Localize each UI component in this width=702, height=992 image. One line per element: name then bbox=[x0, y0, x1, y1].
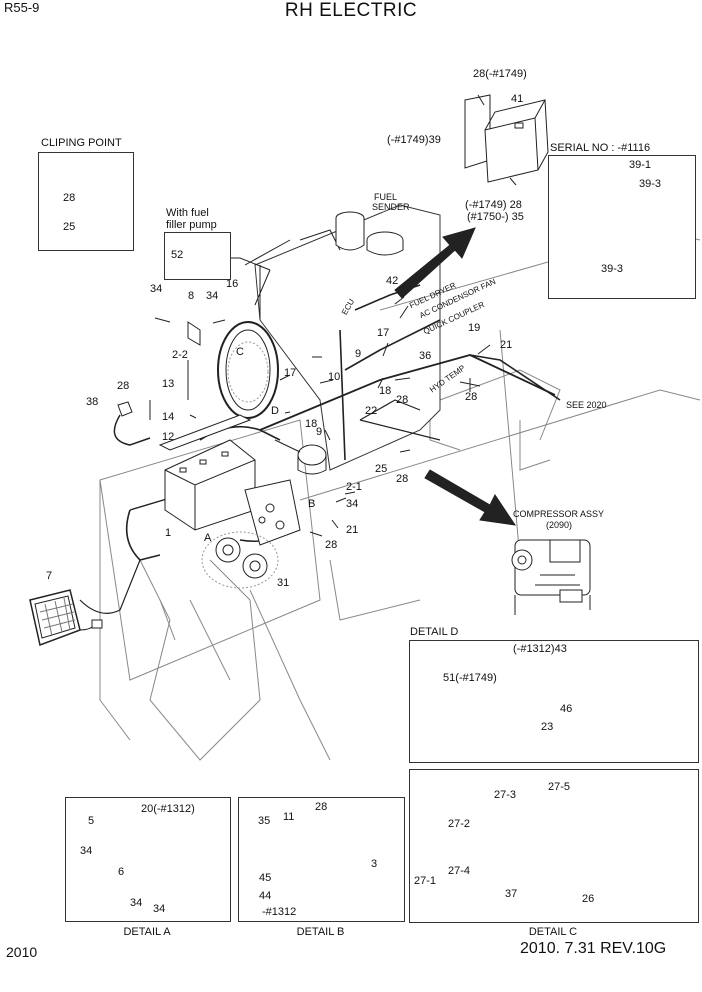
detail-c-27-3: 27-3 bbox=[494, 789, 517, 801]
fuel-pump-title-1: With fuel bbox=[166, 207, 209, 219]
label-21b: 21 bbox=[346, 524, 359, 536]
label-28a: 28 bbox=[117, 380, 130, 392]
label-D: D bbox=[271, 405, 279, 417]
label-2-2: 2-2 bbox=[172, 349, 188, 361]
label-25: 25 bbox=[375, 463, 388, 475]
detail-b-1312: -#1312 bbox=[262, 906, 297, 918]
detail-d-23: 23 bbox=[541, 721, 554, 733]
label-17b: 17 bbox=[377, 327, 390, 339]
label-7: 7 bbox=[46, 570, 53, 582]
detail-b-44: 44 bbox=[259, 890, 272, 902]
fuel-pump-title-2: filler pump bbox=[166, 219, 217, 231]
detail-c-27-4: 27-4 bbox=[448, 865, 471, 877]
detail-a-6: 6 bbox=[118, 866, 125, 878]
detail-d-box bbox=[409, 640, 699, 763]
fuel-filler-pump-box bbox=[164, 232, 231, 280]
serial-label-39-3a: 39-3 bbox=[639, 178, 662, 190]
label-10: 10 bbox=[328, 371, 341, 383]
fuel-sender-line1: FUEL bbox=[374, 192, 398, 202]
label-34c: 34 bbox=[346, 498, 359, 510]
detail-c-caption: DETAIL C bbox=[528, 926, 578, 938]
label-8: 8 bbox=[188, 290, 195, 302]
label-C: C bbox=[236, 346, 244, 358]
detail-c-37: 37 bbox=[505, 888, 518, 900]
compressor-label-2: (2090) bbox=[546, 520, 573, 530]
label-12: 12 bbox=[162, 431, 175, 443]
detail-d-46: 46 bbox=[560, 703, 573, 715]
page-number: 2010 bbox=[6, 944, 38, 960]
label-34a: 34 bbox=[150, 283, 163, 295]
label-2-1: 2-1 bbox=[346, 481, 362, 493]
detail-c-box bbox=[409, 769, 699, 923]
detail-a-34c: 34 bbox=[153, 903, 166, 915]
detail-a-34a: 34 bbox=[80, 845, 93, 857]
clipping-point-box bbox=[38, 152, 134, 251]
serial-number-title: SERIAL NO : -#1116 bbox=[550, 142, 651, 154]
detail-b-caption: DETAIL B bbox=[296, 926, 345, 938]
label-28-top: 28(-#1749) bbox=[473, 68, 527, 80]
label-19: 19 bbox=[468, 322, 481, 334]
serial-label-39-3b: 39-3 bbox=[601, 263, 624, 275]
detail-c-27-1: 27-1 bbox=[414, 875, 437, 887]
label-B: B bbox=[308, 498, 316, 510]
fuel-pump-label-52: 52 bbox=[171, 249, 184, 261]
detail-a-caption: DETAIL A bbox=[123, 926, 171, 938]
label-34b: 34 bbox=[206, 290, 219, 302]
fuel-sender-line2: SENDER bbox=[372, 202, 410, 212]
detail-c-26: 26 bbox=[582, 893, 595, 905]
clip-label-25: 25 bbox=[63, 221, 76, 233]
label-38: 38 bbox=[86, 396, 99, 408]
model-number: R55-9 bbox=[4, 0, 40, 15]
compressor-label-1: COMPRESSOR ASSY bbox=[513, 509, 605, 519]
revision-date: 2010. 7.31 REV.10G bbox=[520, 940, 667, 957]
label-17a: 17 bbox=[284, 367, 297, 379]
detail-a-box bbox=[65, 797, 231, 922]
note-35: (#1750-) 35 bbox=[467, 211, 524, 223]
label-28b: 28 bbox=[396, 394, 409, 406]
label-13: 13 bbox=[162, 378, 175, 390]
detail-b-45: 45 bbox=[259, 872, 272, 884]
label-18b: 18 bbox=[379, 385, 392, 397]
detail-d-43: (-#1312)43 bbox=[513, 643, 567, 655]
page-title: RH ELECTRIC bbox=[284, 0, 418, 21]
detail-a-5: 5 bbox=[88, 815, 95, 827]
label-14: 14 bbox=[162, 411, 175, 423]
label-1: 1 bbox=[165, 527, 172, 539]
label-28e: 28 bbox=[325, 539, 338, 551]
detail-a-20: 20(-#1312) bbox=[141, 803, 195, 815]
detail-c-27-2: 27-2 bbox=[448, 818, 471, 830]
clip-label-28: 28 bbox=[63, 192, 76, 204]
label-42: 42 bbox=[386, 275, 399, 287]
detail-b-box bbox=[238, 797, 405, 922]
label-28c: 28 bbox=[465, 391, 478, 403]
serial-number-box bbox=[548, 155, 696, 299]
detail-a-34b: 34 bbox=[130, 897, 143, 909]
label-41: 41 bbox=[511, 93, 524, 105]
label-16: 16 bbox=[226, 278, 239, 290]
detail-c-27-5: 27-5 bbox=[548, 781, 571, 793]
label-31: 31 bbox=[277, 577, 290, 589]
detail-d-51: 51(-#1749) bbox=[443, 672, 497, 684]
detail-b-3: 3 bbox=[371, 858, 378, 870]
label-28d: 28 bbox=[396, 473, 409, 485]
see-reference: SEE 2020 bbox=[566, 400, 607, 410]
label-22: 22 bbox=[365, 405, 378, 417]
label-36: 36 bbox=[419, 350, 432, 362]
serial-label-39-1: 39-1 bbox=[629, 159, 652, 171]
label-A: A bbox=[204, 532, 212, 544]
detail-b-35: 35 bbox=[258, 815, 271, 827]
label-18a: 18 bbox=[305, 418, 318, 430]
label-9a: 9 bbox=[355, 348, 362, 360]
detail-b-28: 28 bbox=[315, 801, 328, 813]
label-21a: 21 bbox=[500, 339, 513, 351]
label-9b: 9 bbox=[316, 426, 323, 438]
detail-b-11: 11 bbox=[283, 811, 295, 823]
note-28: (-#1749) 28 bbox=[465, 199, 522, 211]
clipping-point-title: CLIPING POINT bbox=[41, 137, 122, 149]
label-39: (-#1749)39 bbox=[387, 134, 441, 146]
detail-d-title: DETAIL D bbox=[410, 626, 459, 638]
